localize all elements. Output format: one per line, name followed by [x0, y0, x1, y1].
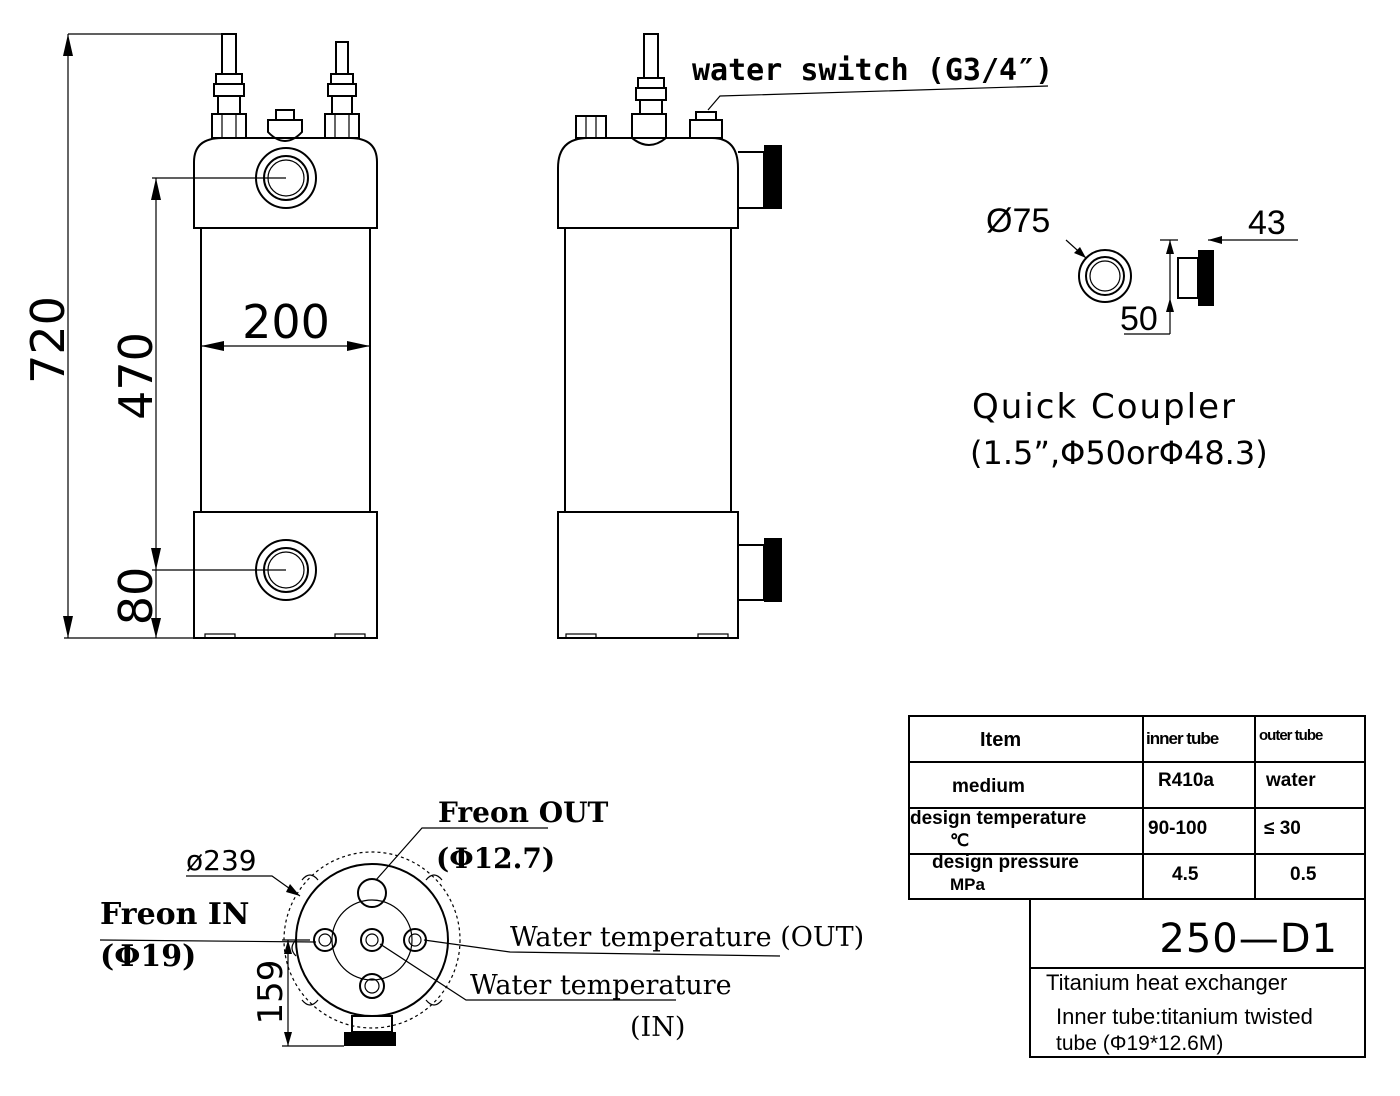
dim-coupler-50: 50 — [1120, 300, 1158, 338]
table-header-item: Item — [980, 729, 1021, 751]
label-water-temp-in-suffix: (IN) — [630, 1012, 685, 1043]
dim-470: 470 — [109, 332, 163, 420]
table-row-medium-label: medium — [952, 776, 1025, 797]
quick-coupler-spec: (1.5”,Φ50orΦ48.3) — [970, 434, 1268, 472]
plan-view — [99, 827, 781, 1047]
table-row-temp-label: design temperature — [910, 808, 1086, 829]
title-desc-line1: Inner tube:titanium twisted — [1056, 1004, 1313, 1029]
quick-coupler-title: Quick Coupler — [972, 387, 1237, 427]
label-freon-in-size: (Φ19) — [100, 939, 196, 974]
dim-coupler-75: Ø75 — [986, 202, 1050, 240]
label-water-temp-in: Water temperature — [470, 970, 732, 1001]
table-row-pressure-unit: MPa — [950, 875, 986, 894]
table-header-outer: outer tube — [1259, 727, 1323, 744]
dim-coupler-43: 43 — [1248, 204, 1286, 242]
title-desc-line2: tube (Φ19*12.6M) — [1056, 1032, 1223, 1055]
front-dimensions — [63, 33, 370, 639]
table-header-inner: inner tube — [1146, 729, 1219, 748]
table-row-pressure-label: design pressure — [932, 852, 1079, 873]
dim-720: 720 — [21, 296, 75, 384]
dim-plan-239: ø239 — [186, 844, 257, 877]
table-row-temp-outer: ≤ 30 — [1264, 818, 1301, 839]
table-row-pressure-inner: 4.5 — [1172, 864, 1199, 885]
spec-table — [908, 715, 1366, 900]
title-model: 250—D1 — [1159, 916, 1338, 962]
label-water-temp-out: Water temperature (OUT) — [510, 922, 864, 953]
title-name: Titanium heat exchanger — [1046, 970, 1287, 995]
table-row-temp-unit: ℃ — [950, 831, 969, 850]
label-water-switch: water switch (G3/4″) — [692, 53, 1053, 88]
dim-plan-159: 159 — [251, 960, 291, 1025]
label-freon-out: Freon OUT — [438, 796, 609, 829]
dim-80: 80 — [109, 567, 163, 626]
dim-200: 200 — [242, 295, 330, 349]
label-freon-in: Freon IN — [100, 897, 249, 932]
front-view — [193, 33, 378, 639]
table-row-medium-outer: water — [1265, 770, 1316, 791]
side-view — [557, 33, 1049, 639]
quick-coupler-detail — [1065, 236, 1298, 335]
title-block — [1029, 898, 1366, 1058]
table-row-pressure-outer: 0.5 — [1290, 864, 1317, 885]
table-row-temp-inner: 90-100 — [1148, 818, 1207, 839]
table-row-medium-inner: R410a — [1158, 770, 1214, 791]
label-freon-out-size: (Φ12.7) — [436, 842, 555, 875]
